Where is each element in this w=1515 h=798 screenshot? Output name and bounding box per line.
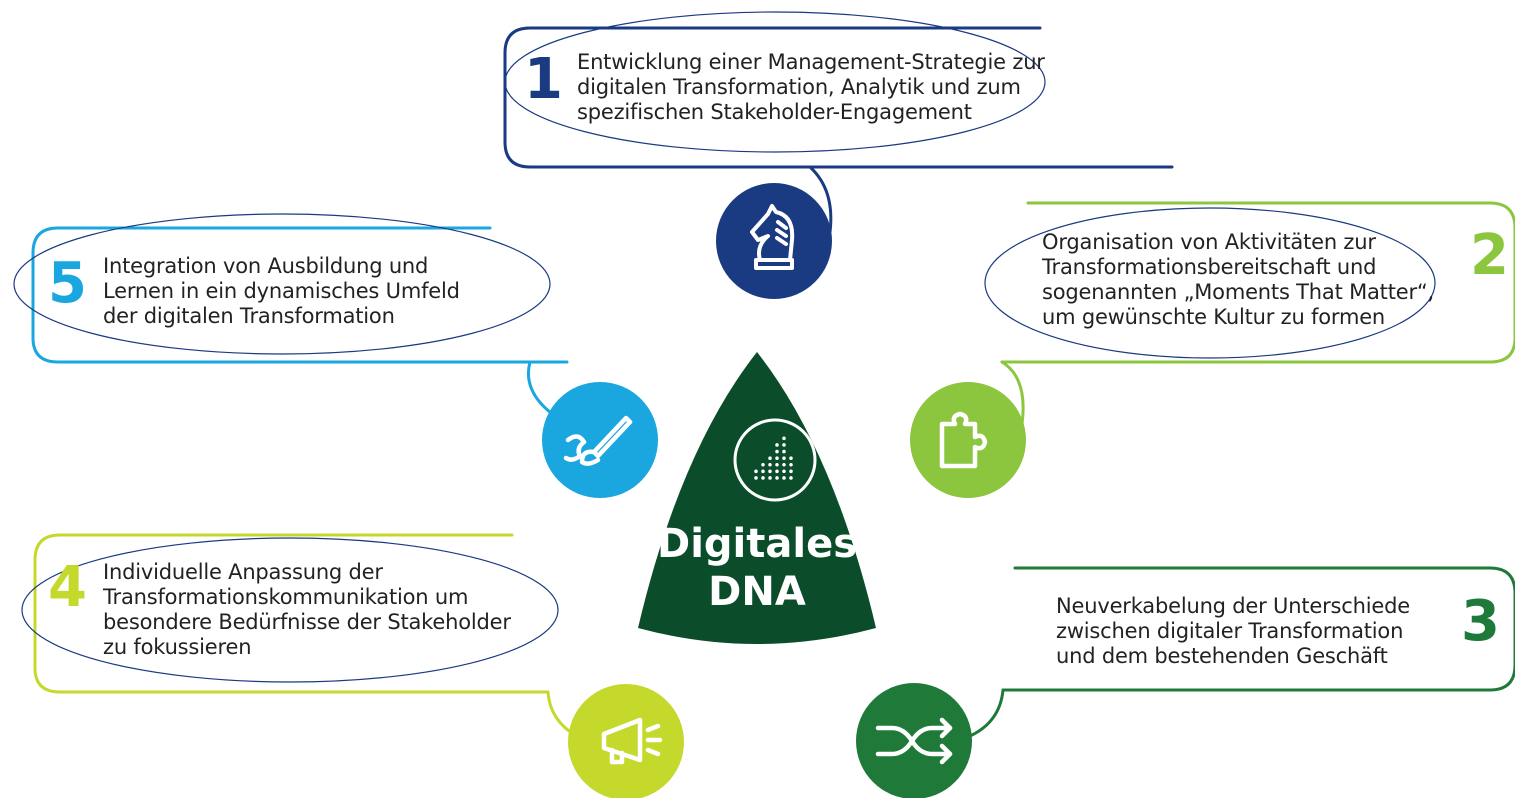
- step-4-text: Individuelle Anpassung der Transformatio…: [103, 560, 511, 659]
- step-3-text: Neuverkabelung der Unterschiede zwischen…: [1056, 594, 1410, 668]
- step-4-number: 4: [48, 555, 87, 620]
- step-5-highlight-ellipse: [13, 213, 551, 355]
- step-1-text: Entwicklung einer Management-Strategie z…: [577, 50, 1045, 124]
- center-icon-ring: [733, 418, 817, 502]
- step-1-frame: [503, 26, 1174, 234]
- step-1-highlight-ellipse: [504, 11, 1046, 153]
- step-4-icon-circle: [568, 684, 684, 798]
- step-5-icon-circle: [542, 382, 658, 498]
- step-3-frame: [968, 566, 1515, 738]
- step-2-text: Organisation von Aktivitäten zur Transfo…: [1042, 230, 1435, 329]
- step-2-number: 2: [1470, 223, 1509, 288]
- step-5-text: Integration von Ausbildung und Lernen in…: [103, 254, 460, 328]
- step-3-number: 3: [1461, 589, 1500, 654]
- step-5-number: 5: [48, 251, 87, 316]
- step-1-number: 1: [524, 47, 563, 112]
- step-2-frame: [1000, 201, 1515, 426]
- bar-chart-circle-icon: [754, 430, 793, 480]
- megaphone-icon: [601, 717, 663, 765]
- center-dna-shape: [638, 352, 876, 644]
- chess-knight-icon: [750, 204, 795, 270]
- center-title: Digitales DNA: [656, 521, 858, 615]
- step-4-highlight-ellipse: [21, 537, 559, 683]
- shuffle-arrows-icon: [875, 717, 953, 765]
- paintbrush-icon: [563, 415, 633, 466]
- step-2-icon-circle: [910, 382, 1026, 498]
- step-2-highlight-ellipse: [984, 207, 1436, 359]
- puzzle-piece-icon: [939, 411, 988, 469]
- step-5-frame: [31, 226, 569, 418]
- step-1-icon-circle: [716, 183, 832, 299]
